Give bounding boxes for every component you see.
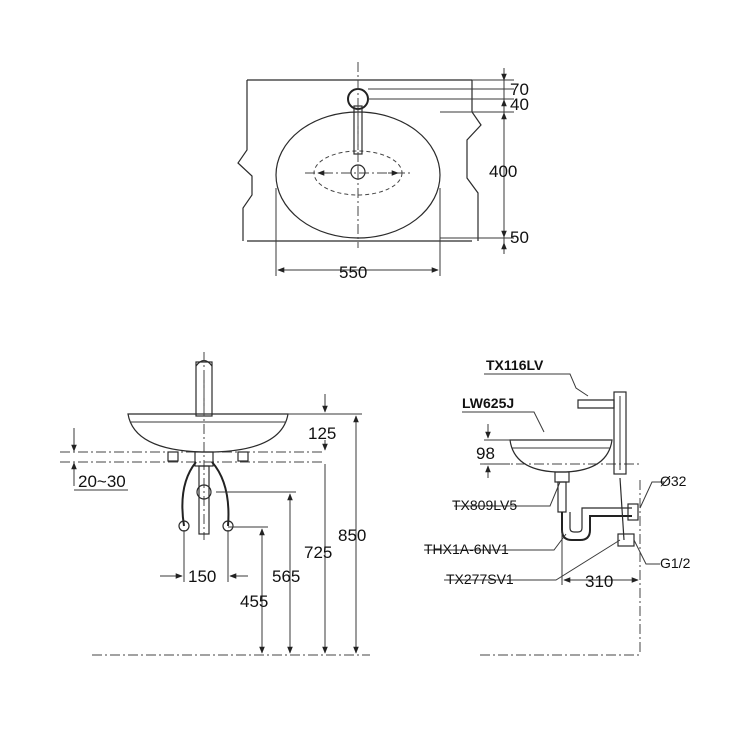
countertop-outline	[237, 79, 482, 242]
dim-455: 455	[240, 592, 268, 611]
hose-right	[211, 461, 230, 527]
dim-40: 40	[510, 95, 529, 114]
label-diameter: Ø32	[660, 473, 687, 489]
dim-850: 850	[338, 526, 366, 545]
faucet-side	[577, 391, 627, 475]
label-faucet: TX116LV	[486, 357, 544, 373]
hose-left	[181, 461, 197, 527]
dim-70: 70	[510, 80, 529, 99]
dim-550: 550	[339, 263, 367, 282]
dim-400: 400	[489, 162, 517, 181]
front-view: 20~30 150 455 565 125 725 850	[60, 352, 370, 656]
supply-valve	[619, 477, 625, 541]
dim-565: 565	[272, 567, 300, 586]
dim-98: 98	[476, 444, 495, 463]
label-basin: LW625J	[462, 395, 514, 411]
dim-125: 125	[308, 424, 336, 443]
label-drain: TX809LV5	[452, 497, 517, 513]
label-trap: THX1A-6NV1	[424, 541, 509, 557]
dim-20-30: 20~30	[78, 472, 126, 491]
side-view: 98 310 TX116LV LW625J TX809LV5 THX1A-6NV…	[424, 357, 691, 656]
basin-side	[509, 439, 613, 473]
trap-pipe	[561, 512, 632, 541]
dim-50: 50	[510, 228, 529, 247]
top-view: 550 70 40 400 50	[237, 62, 529, 282]
dim-725: 725	[304, 543, 332, 562]
dim-310: 310	[585, 572, 613, 591]
dim-150: 150	[188, 567, 216, 586]
label-thread: G1/2	[660, 555, 691, 571]
label-valve: TX277SV1	[446, 571, 514, 587]
basin-front	[127, 413, 289, 453]
